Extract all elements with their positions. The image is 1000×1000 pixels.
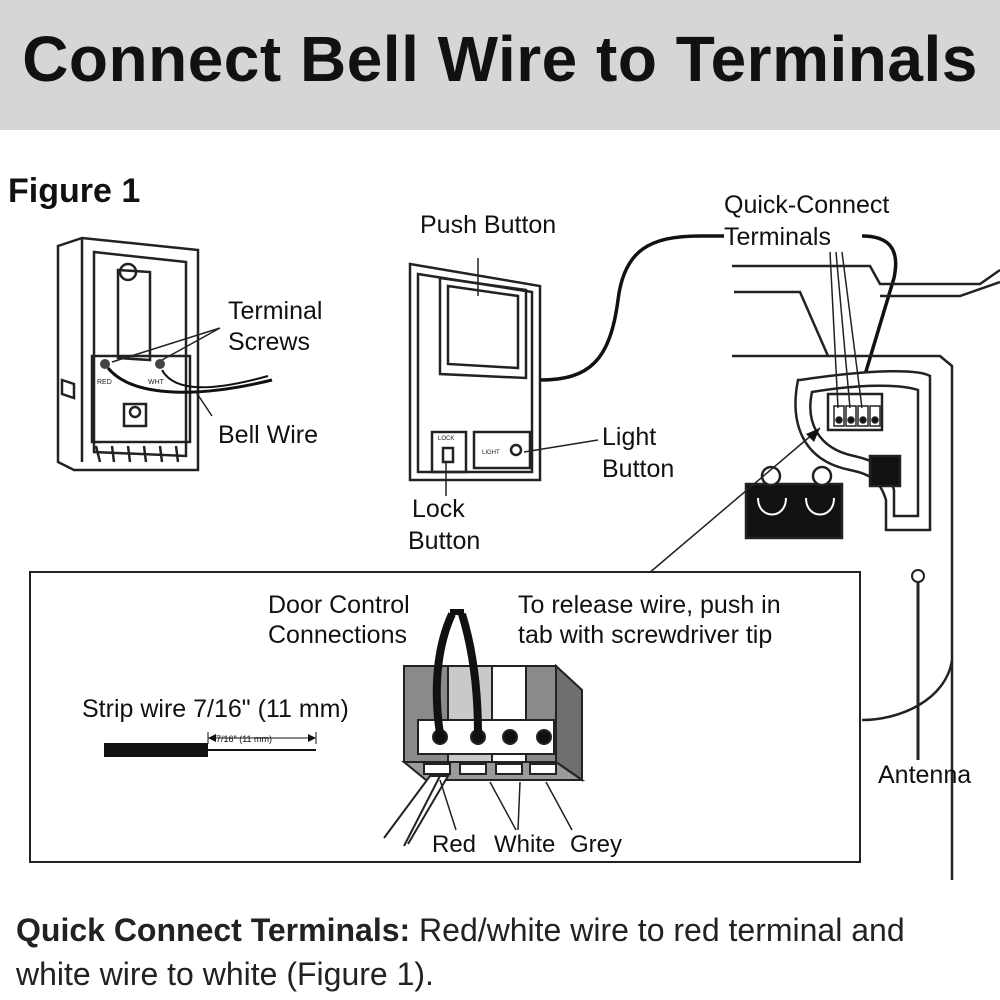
white-terminal-name: White: [494, 831, 556, 858]
title-banner: Connect Bell Wire to Terminals: [0, 0, 1000, 130]
strip-wire-label: Strip wire 7/16" (11 mm): [82, 695, 349, 723]
release-instruction-2: tab with screwdriver tip: [518, 621, 773, 649]
grey-terminal-name: Grey: [570, 831, 623, 858]
lock-button-label-1: Lock: [412, 495, 465, 523]
quick-connect-leader: [829, 251, 863, 409]
white-wire: [458, 612, 482, 735]
strip-wire: [104, 732, 317, 757]
door-control-wire: [539, 234, 724, 382]
door-control-label-2: Connections: [268, 621, 407, 649]
red-terminal-label: RED: [97, 379, 112, 386]
push-button-label: Push Button: [420, 211, 557, 239]
page-title: Connect Bell Wire to Terminals: [22, 23, 978, 95]
inset-pointer-line: [647, 427, 821, 575]
terminal-block: [401, 663, 586, 782]
inset-pointer-arrow: [806, 428, 820, 442]
door-control-unit: [408, 262, 542, 482]
red-white-wire: [432, 612, 456, 735]
quick-connect-terminals-small: [833, 405, 881, 427]
door-control-wire-end: [850, 234, 898, 419]
release-instruction-1: To release wire, push in: [518, 591, 781, 619]
wall-plate: [56, 236, 200, 472]
screwdriver-edge: [403, 775, 441, 847]
light-button-label-2: Button: [602, 455, 675, 483]
red-terminal-name: Red: [432, 831, 477, 858]
ornament-clips: [757, 497, 835, 516]
terminal-screws-label-1: Terminal: [228, 297, 323, 325]
terminal-screws-label-2: Screws: [228, 328, 310, 356]
caption-text: Red/white wire to red terminal and white…: [16, 912, 905, 992]
figure-title: Figure 1: [8, 172, 141, 210]
light-button-label-1: Light: [602, 423, 657, 451]
bell-wire-leader: [195, 391, 213, 417]
light-button-leader: [523, 439, 599, 453]
door-control-label-1: Door Control: [268, 591, 410, 619]
antenna: [911, 569, 925, 760]
caption-heading: Quick Connect Terminals:: [16, 912, 411, 948]
wht-terminal-label: WHT: [148, 379, 165, 386]
antenna-label: Antenna: [878, 761, 972, 789]
bell-wire: [106, 367, 273, 394]
bell-wire-label: Bell Wire: [218, 421, 319, 449]
bell-wire-2: [161, 369, 269, 389]
terminal-screws-leader: [111, 327, 221, 363]
quick-connect-label-2: Terminals: [724, 223, 831, 251]
light-small-label: LIGHT: [482, 450, 500, 456]
quick-connect-label-1: Quick-Connect: [724, 191, 890, 219]
strip-dimension-label: 7/16" (11 mm): [216, 734, 272, 744]
lock-button-label-2: Button: [408, 527, 481, 555]
color-leaders: [439, 779, 573, 831]
caption: Quick Connect Terminals: Red/white wire …: [16, 908, 986, 996]
lock-small-label: LOCK: [438, 436, 454, 442]
